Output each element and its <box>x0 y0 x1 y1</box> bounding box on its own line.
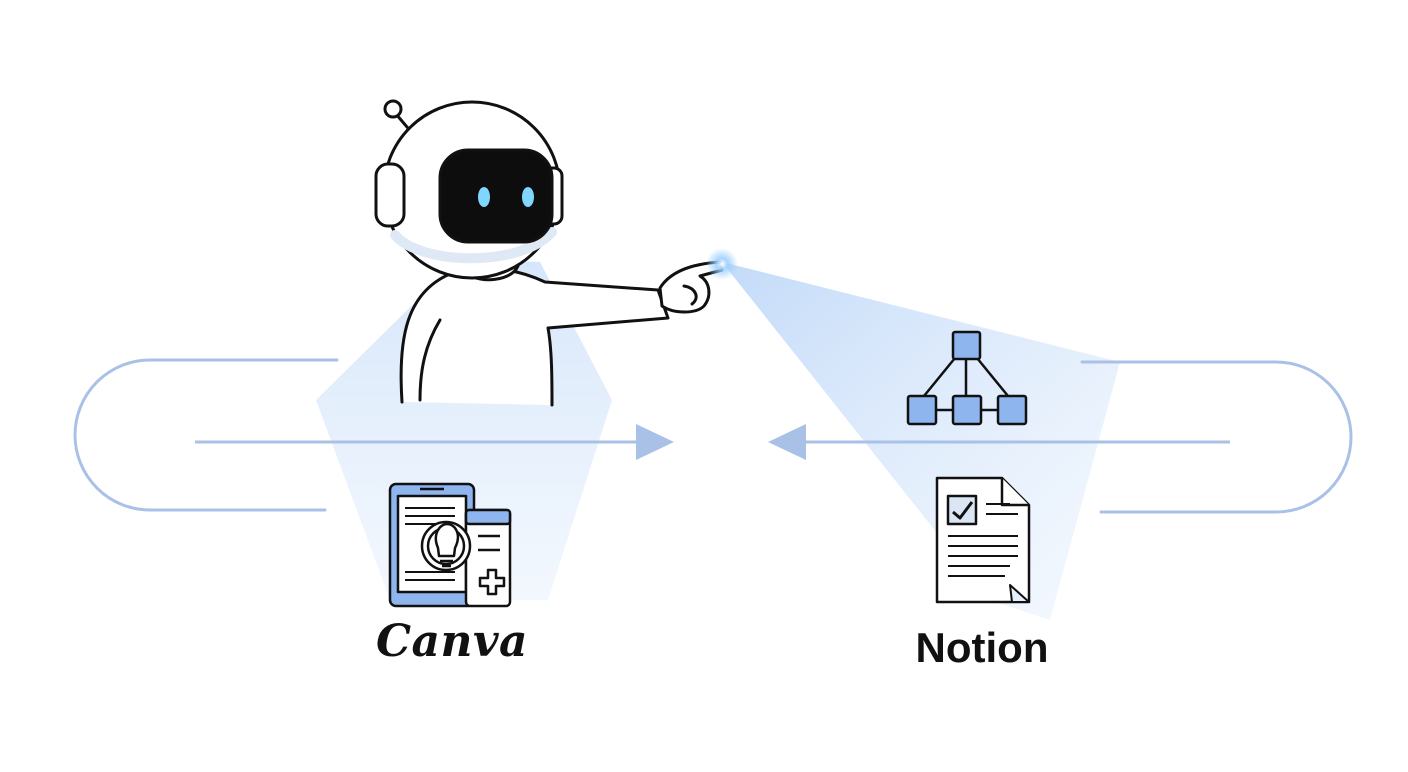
fingertip-glow <box>706 248 738 280</box>
notion-label: Notion <box>915 624 1049 671</box>
arrow-right <box>195 424 674 460</box>
robot-astronaut-icon <box>374 99 724 407</box>
canva-label: Canva <box>375 616 529 667</box>
flow-loop-right <box>1080 360 1353 514</box>
robot-eyes <box>478 187 534 207</box>
arrow-left <box>768 424 1230 460</box>
flow-loop-left <box>73 358 339 512</box>
hierarchy-tree-icon <box>906 330 1028 426</box>
design-document-icon <box>388 482 512 608</box>
document-checkbox-icon <box>935 476 1031 604</box>
